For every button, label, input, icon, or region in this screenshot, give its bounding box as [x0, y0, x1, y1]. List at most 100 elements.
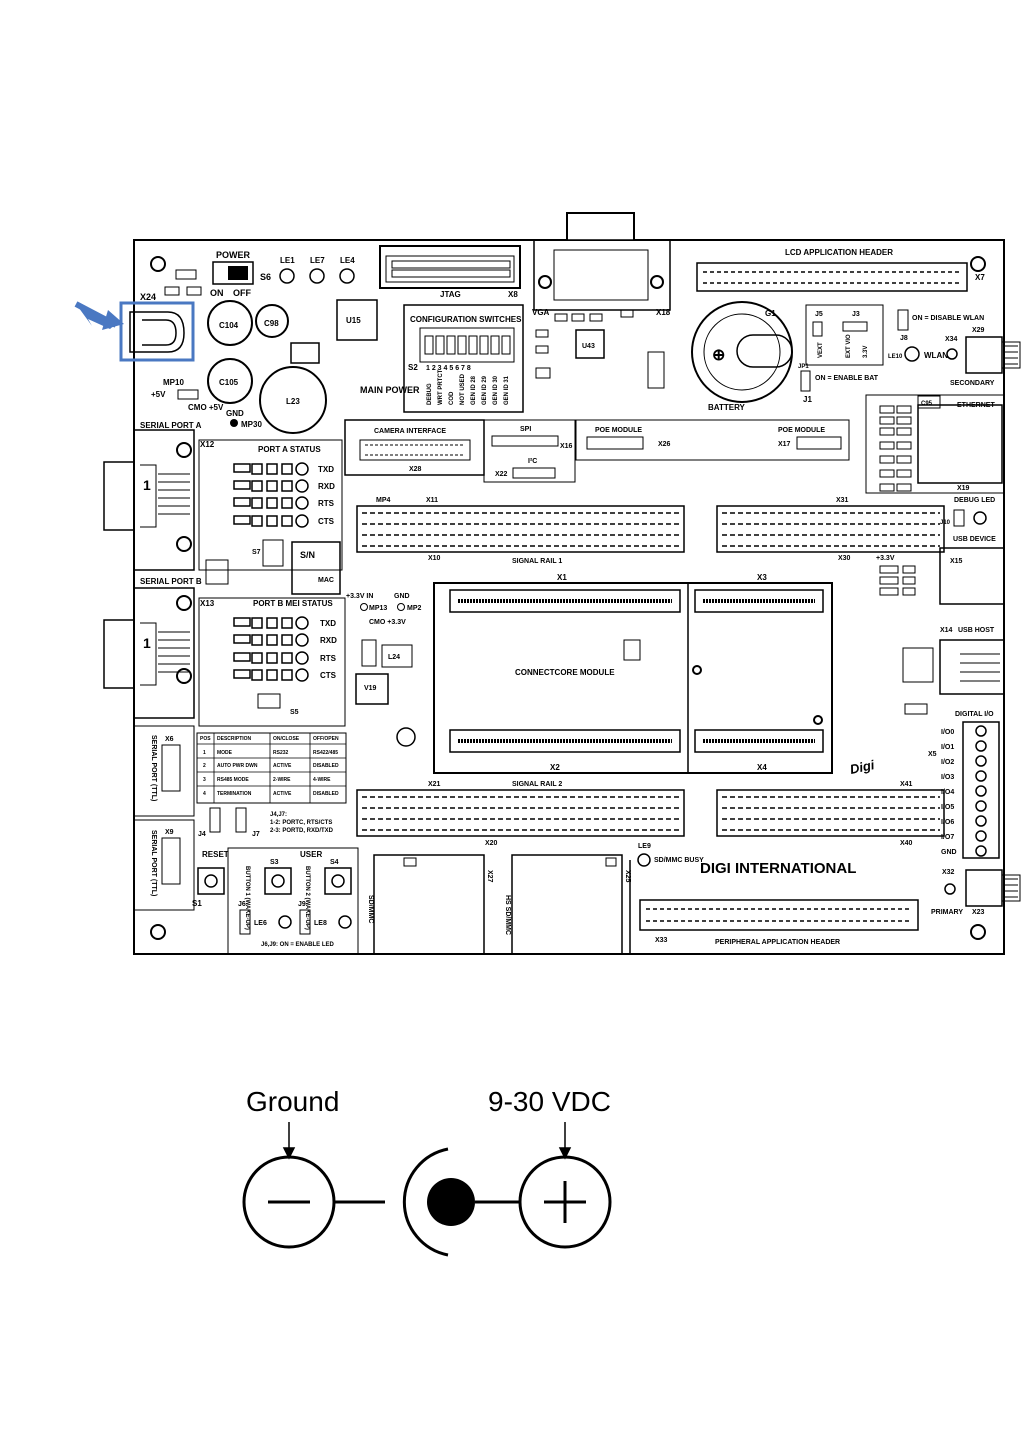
board-label: S2	[408, 363, 418, 372]
board-label: J8	[900, 335, 908, 342]
port-b-leds	[233, 616, 309, 682]
board-label: CTS	[318, 517, 335, 526]
serial-b-connector	[103, 619, 134, 689]
board-label: I/O4	[941, 789, 954, 796]
board-label: I²C	[528, 458, 537, 465]
board-label: L23	[286, 397, 300, 406]
board-label: I/O0	[941, 729, 954, 736]
sdmmc-slot	[373, 854, 485, 954]
board-label: X15	[950, 558, 963, 565]
board-label: ON = ENABLE BAT	[815, 375, 879, 382]
board-label: VEXT	[818, 342, 824, 358]
board-label: WRT PRTCT	[438, 369, 444, 405]
board-label: C98	[264, 319, 279, 328]
board-label: X8	[508, 290, 518, 299]
board-label: C104	[219, 321, 239, 330]
signal-rail-1-left	[356, 505, 685, 553]
board-label: S4	[330, 859, 339, 866]
board-label: 1	[203, 750, 206, 756]
board-label: CONFIGURATION SWITCHES	[410, 315, 522, 324]
jtag-pins	[391, 260, 511, 278]
board-label: X34	[945, 336, 958, 343]
board-label: X33	[655, 937, 668, 944]
board-label: SERIAL PORT (TTL)	[150, 735, 157, 801]
board-label: OFF	[233, 288, 251, 298]
plus-symbol-circle	[518, 1155, 612, 1249]
board-label: X16	[560, 443, 573, 450]
signal-rail-1-right	[716, 505, 945, 553]
board-diagram: POWER ON OFF S6 LE1 LE7 LE4 X24 C104 C98…	[74, 212, 1021, 955]
board-label: X10	[428, 555, 441, 562]
board-label: USER	[300, 850, 322, 859]
board-label: ON/CLOSE	[273, 736, 300, 742]
board-label: TERMINATION	[217, 791, 252, 797]
board-label: RTS	[320, 654, 337, 663]
power-jack-outline	[129, 311, 185, 353]
board-label: BATTERY	[708, 403, 746, 412]
board-label: X22	[495, 471, 508, 478]
board-label: I/O6	[941, 819, 954, 826]
board-label: X14	[940, 627, 953, 634]
board-label: X19	[957, 485, 970, 492]
capacitors	[207, 300, 327, 434]
board-label: X18	[656, 308, 671, 317]
board-label: MP13	[369, 605, 387, 612]
board-label: LE7	[310, 256, 325, 265]
board-label: U15	[346, 316, 361, 325]
vga-tab	[566, 212, 635, 240]
board-label: S6	[260, 272, 271, 282]
board-label: SD/MMC BUSY	[654, 857, 704, 864]
board-label: CAMERA INTERFACE	[374, 428, 446, 435]
board-label: I/O2	[941, 759, 954, 766]
center-pin-dot	[427, 1178, 475, 1226]
board-label: RTS	[318, 499, 335, 508]
board-label: X7	[975, 273, 985, 282]
board-label: +3.3V IN	[346, 593, 373, 600]
board-label: X26	[658, 441, 671, 448]
board-label: 4	[203, 791, 206, 797]
board-label: MP4	[376, 497, 391, 504]
board-label: S3	[270, 859, 279, 866]
board-label: X13	[200, 599, 215, 608]
dip-table: POS DESCRIPTION ON/CLOSE OFF/OPEN 1 MODE…	[200, 736, 339, 797]
board-label: +3.3V	[876, 555, 895, 562]
board-label: X29	[972, 327, 985, 334]
board-label: X23	[972, 909, 985, 916]
board-label: SERIAL PORT B	[140, 577, 202, 586]
hs-sdmmc-slot	[511, 854, 623, 954]
board-label: GEN ID 31	[504, 375, 510, 405]
voltage-arrow	[558, 1122, 572, 1160]
board-label: RS485 MODE	[217, 777, 249, 783]
board-label: X32	[942, 869, 955, 876]
board-label: POS	[200, 736, 211, 742]
dip-switches	[424, 335, 511, 355]
board-label: JP1	[798, 364, 809, 370]
board-label: S5	[290, 709, 299, 716]
board-label: U43	[582, 343, 595, 350]
board-label: SERIAL PORT (TTL)	[150, 830, 157, 896]
board-label: CMO +3.3V	[369, 619, 406, 626]
board-label: V19	[364, 685, 377, 692]
label-main-power: MAIN POWER	[360, 385, 420, 395]
signal-rail-1-pins	[362, 512, 680, 547]
label-digi-international: DIGI INTERNATIONAL	[700, 860, 856, 877]
board-label: SERIAL PORT A	[140, 421, 202, 430]
board-label: X4	[757, 763, 767, 772]
voltage-label: 9-30 VDC	[488, 1086, 611, 1117]
board-label: GEN ID 28	[471, 375, 477, 405]
board-label: X31	[836, 497, 849, 504]
board-label: SD/MMC	[367, 895, 374, 923]
board-label: LE6	[254, 920, 267, 927]
board-label: X9	[165, 829, 174, 836]
board-label: X21	[428, 781, 441, 788]
board-label: DIGITAL I/O	[955, 711, 994, 718]
board-label: RS232	[273, 750, 289, 756]
board-label: X17	[778, 441, 791, 448]
board-label: X28	[409, 466, 422, 473]
board-label: C105	[219, 378, 239, 387]
board-label: MP30	[241, 420, 262, 429]
board-label: X27	[486, 870, 493, 883]
board-label: ACTIVE	[273, 791, 292, 797]
board-label: ON	[210, 288, 224, 298]
board-label: POE MODULE	[778, 427, 825, 434]
